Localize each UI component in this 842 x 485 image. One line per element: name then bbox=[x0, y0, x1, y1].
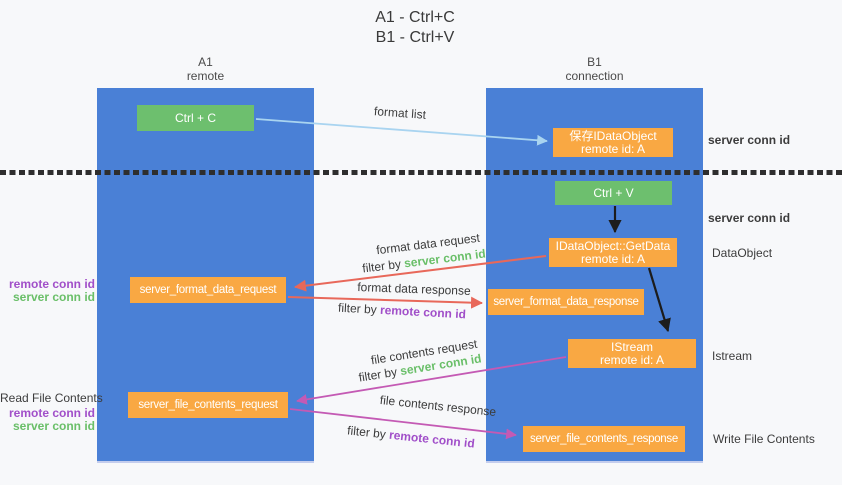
node-ctrl-c: Ctrl + C bbox=[137, 105, 254, 131]
label-format-list: format list bbox=[373, 104, 427, 122]
column-a1-role: remote bbox=[186, 69, 225, 83]
side-label-conn-ids-bottom: remote conn id server conn id bbox=[0, 407, 95, 433]
side-label-istream: Istream bbox=[712, 349, 753, 363]
filter-prefix: filter by bbox=[337, 300, 381, 317]
node-server-format-data-response: server_format_data_response bbox=[488, 289, 644, 315]
column-b1-role: connection bbox=[565, 69, 624, 83]
node-save-idataobject-line2: remote id: A bbox=[580, 141, 646, 156]
filter-id-remote-conn: remote conn id bbox=[388, 427, 476, 451]
title-line-1: A1 - Ctrl+C bbox=[375, 9, 455, 26]
side-label-server-conn-id-mid: server conn id bbox=[708, 211, 791, 225]
node-ctrl-v: Ctrl + V bbox=[555, 181, 672, 205]
filter-prefix: filter by bbox=[361, 256, 405, 276]
label-filter-by-remote-conn-id-1: filter by remote conn id bbox=[338, 301, 467, 322]
label-file-contents-response: file contents response bbox=[379, 392, 497, 420]
column-header-b1: B1 connection bbox=[519, 55, 670, 83]
remote-conn-id-label: remote conn id bbox=[8, 406, 95, 420]
side-label-dataobject: DataObject bbox=[712, 246, 773, 260]
node-istream: IStream remote id: A bbox=[568, 339, 696, 368]
server-conn-id-label: server conn id bbox=[12, 290, 95, 304]
side-label-write-file-contents: Write File Contents bbox=[713, 432, 815, 446]
column-header-a1: A1 remote bbox=[130, 55, 281, 83]
filter-id-remote-conn: remote conn id bbox=[379, 302, 467, 322]
node-server-file-contents-request: server_file_contents_request bbox=[128, 392, 288, 418]
column-a1-name: A1 bbox=[198, 55, 213, 69]
server-conn-id-label: server conn id bbox=[12, 419, 95, 433]
side-label-conn-ids-top: remote conn id server conn id bbox=[0, 278, 95, 304]
label-format-data-response: format data response bbox=[357, 280, 471, 298]
node-getdata-line2: remote id: A bbox=[580, 251, 646, 266]
column-b1-name: B1 bbox=[587, 55, 602, 69]
diagram-title: A1 - Ctrl+C B1 - Ctrl+V bbox=[315, 8, 515, 48]
label-filter-by-remote-conn-id-2: filter by remote conn id bbox=[347, 423, 476, 450]
node-istream-line1: IStream bbox=[610, 339, 653, 354]
title-line-2: B1 - Ctrl+V bbox=[375, 29, 455, 46]
filter-prefix: filter by bbox=[357, 364, 402, 385]
node-getdata-line1: IDataObject::GetData bbox=[555, 238, 671, 253]
remote-conn-id-label: remote conn id bbox=[8, 277, 95, 291]
node-save-idataobject-line1: 保存IDataObject bbox=[569, 128, 657, 143]
node-save-idataobject: 保存IDataObject remote id: A bbox=[553, 128, 673, 157]
node-server-file-contents-response: server_file_contents_response bbox=[523, 426, 685, 452]
node-istream-line2: remote id: A bbox=[599, 352, 665, 367]
side-label-read-file-contents: Read File Contents bbox=[0, 391, 103, 405]
arrow-format-data-response bbox=[287, 296, 483, 309]
side-label-server-conn-id-top: server conn id bbox=[708, 133, 791, 147]
session-separator-dotted-line bbox=[0, 170, 842, 175]
filter-prefix: filter by bbox=[346, 423, 390, 442]
node-server-format-data-request: server_format_data_request bbox=[130, 277, 286, 303]
node-idataobject-getdata: IDataObject::GetData remote id: A bbox=[549, 238, 677, 267]
